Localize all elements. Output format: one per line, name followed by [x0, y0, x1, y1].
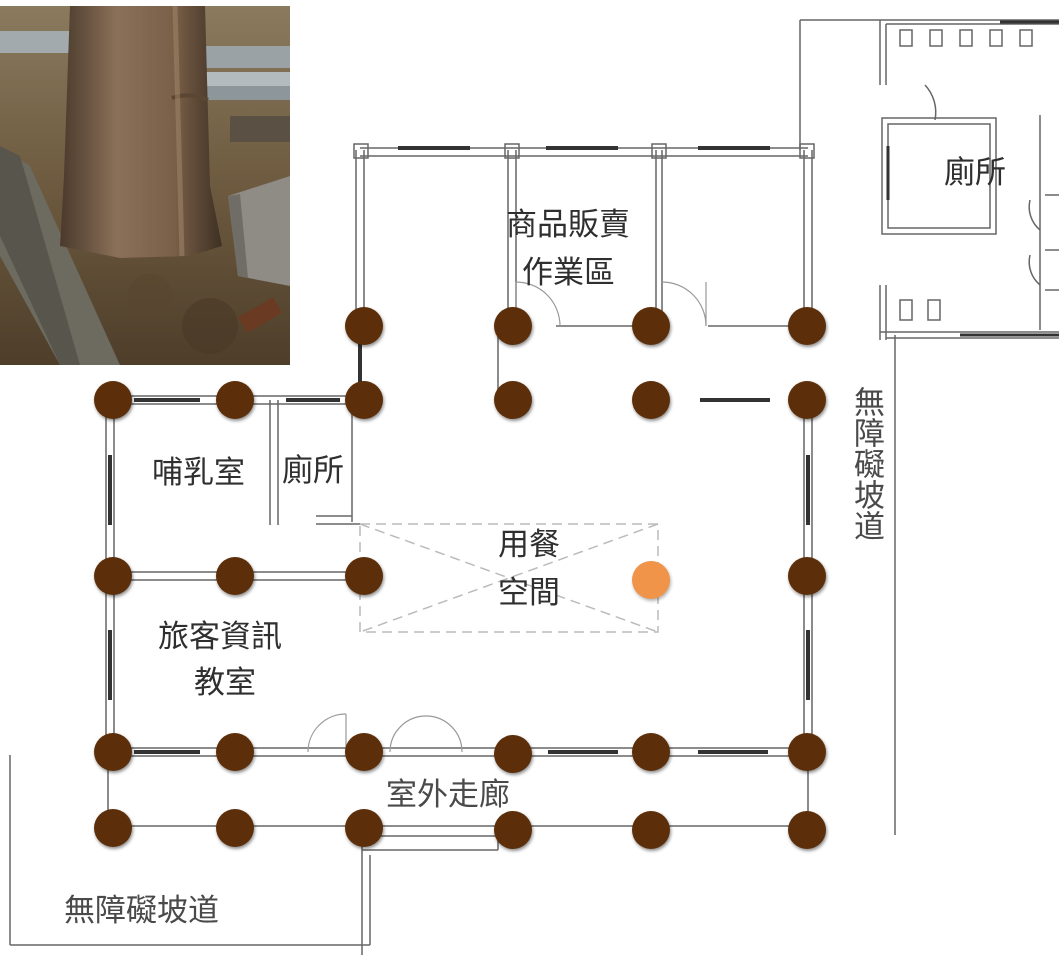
- column-marker: [632, 381, 670, 419]
- column-marker: [788, 307, 826, 345]
- column-marker: [216, 809, 254, 847]
- info-room-label-line1: 旅客資訊: [158, 619, 282, 655]
- column-marker: [94, 557, 132, 595]
- shop-label-line1: 商品販賣: [506, 207, 630, 243]
- column-marker: [216, 381, 254, 419]
- windows: [108, 146, 810, 754]
- info-room-label-line2: 教室: [194, 665, 256, 701]
- column-marker: [632, 811, 670, 849]
- toilet-left-label: 廁所: [282, 453, 344, 489]
- column-marker: [788, 811, 826, 849]
- corridor-label: 室外走廊: [386, 777, 510, 813]
- column-marker: [94, 381, 132, 419]
- nursing-room-label: 哺乳室: [152, 455, 245, 491]
- dining-label-line1: 用餐: [498, 527, 560, 563]
- column-marker: [788, 557, 826, 595]
- column-marker: [345, 307, 383, 345]
- ramp-right-label: 無障礙坡道: [848, 386, 884, 541]
- dining-label-line2: 空間: [498, 575, 560, 611]
- column-marker: [345, 733, 383, 771]
- column-marker: [345, 381, 383, 419]
- column-marker: [494, 307, 532, 345]
- column-marker: [494, 811, 532, 849]
- ramp-bottom-label: 無障礙坡道: [64, 893, 219, 929]
- column-marker: [216, 557, 254, 595]
- column-marker: [216, 733, 254, 771]
- column-marker: [632, 307, 670, 345]
- column-marker: [494, 735, 532, 773]
- shop-label-line2: 作業區: [522, 255, 615, 291]
- column-marker: [632, 733, 670, 771]
- tree-trunk-photo: [0, 6, 290, 365]
- column-marker: [94, 809, 132, 847]
- toilet-right-label: 廁所: [944, 155, 1006, 191]
- column-marker: [94, 733, 132, 771]
- column-marker: [345, 809, 383, 847]
- highlighted-column-marker: [632, 561, 670, 599]
- toilet-building-windows: [886, 20, 1059, 337]
- toilet-building: [879, 19, 1059, 340]
- column-marker: [788, 381, 826, 419]
- doors: [307, 281, 707, 753]
- column-marker: [494, 381, 532, 419]
- column-marker: [345, 557, 383, 595]
- column-marker: [788, 733, 826, 771]
